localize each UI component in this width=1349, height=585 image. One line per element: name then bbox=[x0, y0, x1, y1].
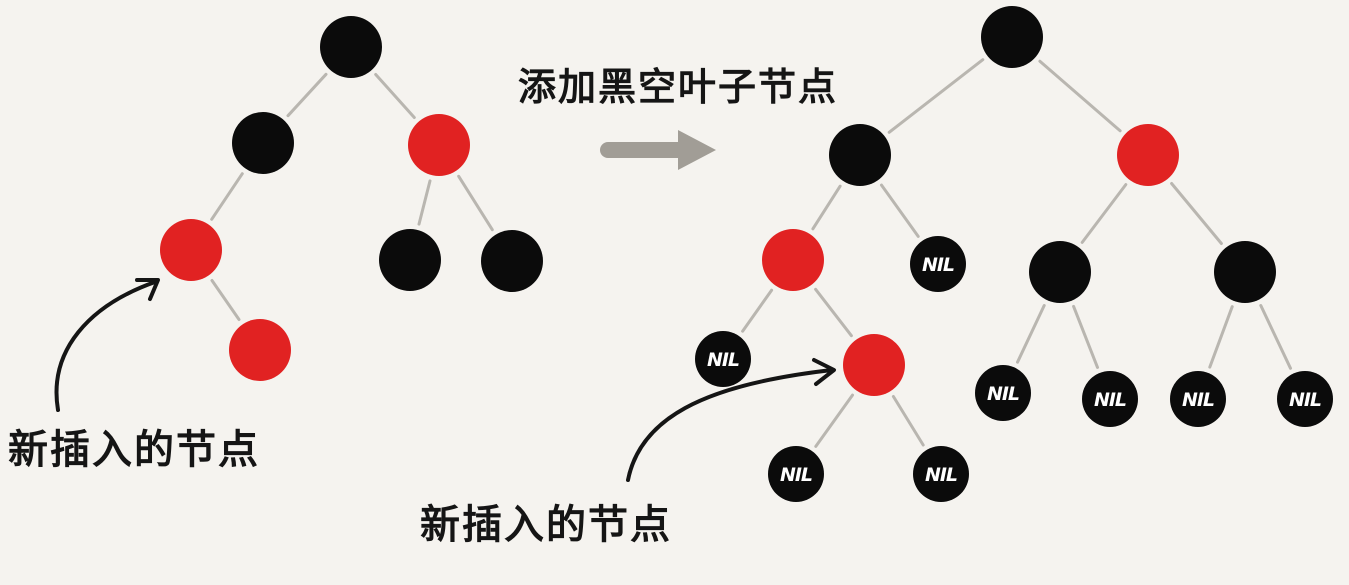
red-node bbox=[1117, 124, 1179, 186]
node-circle bbox=[975, 365, 1031, 421]
tree-edge bbox=[1208, 305, 1234, 369]
nil-label: NIL bbox=[707, 349, 739, 371]
nil-label: NIL bbox=[780, 464, 812, 486]
tree-edge bbox=[1016, 304, 1046, 364]
tree-edge bbox=[1072, 304, 1099, 369]
tree-edge bbox=[1080, 183, 1128, 244]
tree-edge bbox=[210, 279, 241, 321]
pointer-arrow-left-head bbox=[135, 278, 160, 301]
node-circle bbox=[1082, 371, 1138, 427]
node-circle bbox=[1170, 371, 1226, 427]
node-circle bbox=[1029, 241, 1091, 303]
nil-leaf-node: NIL bbox=[1277, 371, 1333, 427]
new-node-label-left: 新插入的节点 bbox=[8, 427, 260, 473]
tree-edge bbox=[887, 58, 985, 134]
node-circle bbox=[981, 6, 1043, 68]
tree-edge bbox=[210, 172, 244, 221]
tree-edge bbox=[814, 393, 854, 448]
tree-edge bbox=[811, 184, 842, 231]
nil-leaf-node: NIL bbox=[695, 331, 751, 387]
node-circle bbox=[160, 219, 222, 281]
tree-edge bbox=[457, 174, 494, 232]
nil-label: NIL bbox=[1289, 389, 1321, 411]
red-node bbox=[408, 114, 470, 176]
black-node bbox=[981, 6, 1043, 68]
transform-arrow-head bbox=[678, 130, 716, 170]
tree-edge bbox=[880, 183, 920, 238]
transform-label: 添加黑空叶子节点 bbox=[518, 65, 839, 109]
tree-edge bbox=[374, 73, 416, 119]
nil-label: NIL bbox=[987, 383, 1019, 405]
tree-edge bbox=[1170, 182, 1223, 245]
tree-edge bbox=[741, 288, 774, 333]
tree-edge bbox=[417, 179, 432, 226]
transform-arrow bbox=[600, 130, 716, 170]
node-circle bbox=[695, 331, 751, 387]
node-circle bbox=[1277, 371, 1333, 427]
nil-leaf-node: NIL bbox=[975, 365, 1031, 421]
tree-edges bbox=[210, 58, 1292, 448]
node-circle bbox=[829, 124, 891, 186]
nil-label: NIL bbox=[1094, 389, 1126, 411]
black-node bbox=[232, 112, 294, 174]
red-node bbox=[229, 319, 291, 381]
pointer-arrow-right-head bbox=[812, 358, 836, 386]
node-circle bbox=[229, 319, 291, 381]
tree-edge bbox=[286, 72, 328, 118]
nil-leaf-node: NIL bbox=[910, 236, 966, 292]
pointer-arrow-left bbox=[54, 280, 157, 412]
black-node bbox=[829, 124, 891, 186]
red-node bbox=[762, 229, 824, 291]
nil-label: NIL bbox=[925, 464, 957, 486]
tree-nodes: NIL NIL NIL NIL NIL NIL NIL NIL bbox=[160, 6, 1333, 502]
node-circle bbox=[320, 16, 382, 78]
black-node bbox=[1214, 241, 1276, 303]
node-circle bbox=[481, 230, 543, 292]
nil-label: NIL bbox=[922, 254, 954, 276]
red-node bbox=[160, 219, 222, 281]
new-node-label-right: 新插入的节点 bbox=[420, 502, 672, 548]
node-circle bbox=[762, 229, 824, 291]
nil-leaf-node: NIL bbox=[1170, 371, 1226, 427]
tree-edge bbox=[814, 287, 853, 338]
pointer-arrow-right bbox=[626, 368, 834, 482]
black-node bbox=[379, 229, 441, 291]
tree-edge bbox=[1259, 304, 1292, 370]
node-circle bbox=[379, 229, 441, 291]
node-circle bbox=[910, 236, 966, 292]
nil-label: NIL bbox=[1182, 389, 1214, 411]
nil-leaf-node: NIL bbox=[768, 446, 824, 502]
black-node bbox=[1029, 241, 1091, 303]
red-node bbox=[843, 334, 905, 396]
node-circle bbox=[913, 446, 969, 502]
node-circle bbox=[768, 446, 824, 502]
tree-edge bbox=[1038, 59, 1122, 133]
nil-leaf-node: NIL bbox=[913, 446, 969, 502]
node-circle bbox=[232, 112, 294, 174]
black-node bbox=[320, 16, 382, 78]
node-circle bbox=[1117, 124, 1179, 186]
tree-edge bbox=[891, 395, 925, 447]
pointer-arrows bbox=[54, 278, 836, 482]
node-circle bbox=[408, 114, 470, 176]
node-circle bbox=[1214, 241, 1276, 303]
black-node bbox=[481, 230, 543, 292]
node-circle bbox=[843, 334, 905, 396]
nil-leaf-node: NIL bbox=[1082, 371, 1138, 427]
